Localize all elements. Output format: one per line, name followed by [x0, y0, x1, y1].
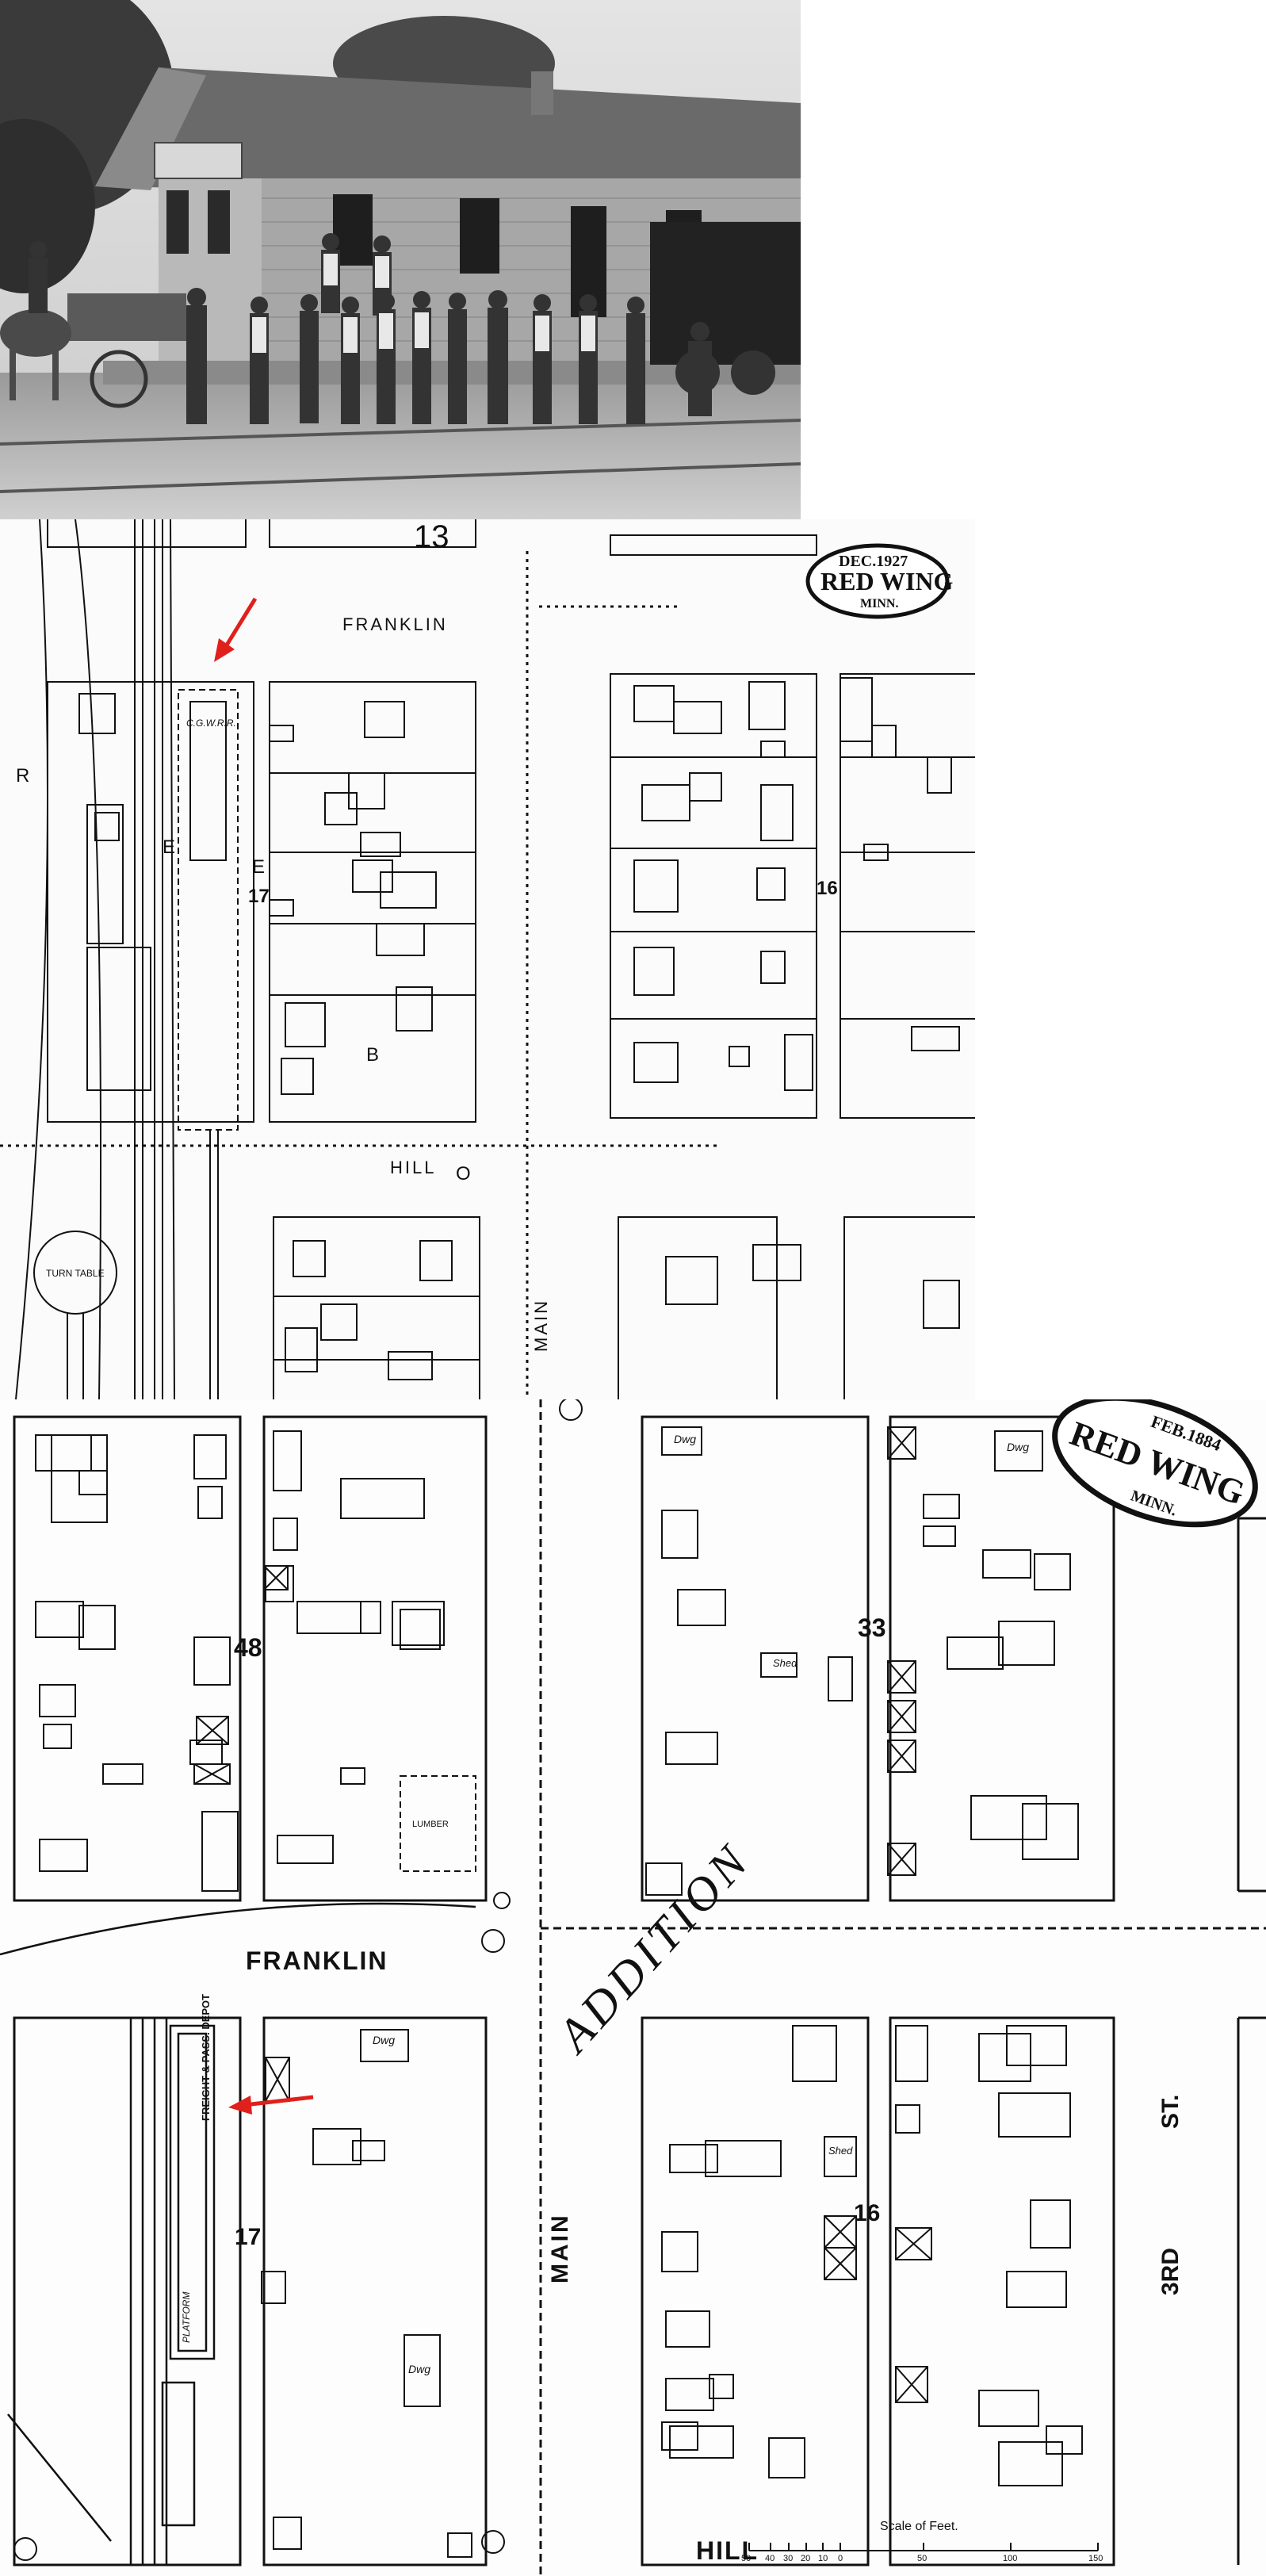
map-1927-arrow — [214, 597, 258, 662]
scale-tick-6: 50 — [917, 2554, 928, 2563]
map-1927-stamp-city: RED WING — [820, 567, 954, 595]
map-1927-stamp-state: MINN. — [860, 597, 899, 611]
scale-tick-5: 0 — [838, 2554, 843, 2563]
map-1884-dwelling-label-4: Dwg — [408, 2363, 431, 2375]
map-1927-rail-letter-2: E — [163, 836, 176, 858]
sanborn-map-1884: FEB.1884 RED WING MINN. FRANKLIN MAIN HI… — [0, 1399, 1266, 2576]
map-1884-street-hill: HILL — [696, 2536, 759, 2565]
map-1884-dwelling-label-3: Dwg — [373, 2034, 396, 2046]
map-1884-block-33-east — [889, 1415, 1115, 1902]
map-1884-scale-ticks: 50 40 30 20 10 0 50 100 150 — [741, 2554, 1114, 2566]
map-1927-street-hill: HILL — [390, 1158, 437, 1177]
map-1884-block-48-west — [13, 1415, 242, 1902]
map-1927-block-17-number: 17 — [248, 886, 270, 907]
map-1927-block-west-rail — [47, 681, 254, 1123]
map-1884-block-48-east — [262, 1415, 488, 1902]
depot-photo — [0, 0, 801, 519]
map-1884-platform-label: PLATFORM — [181, 2291, 192, 2343]
map-1884-lumber-label: LUMBER — [412, 1820, 449, 1829]
scale-tick-1: 40 — [765, 2554, 775, 2563]
map-1927-depot-label: C.G.W.R.R. — [186, 718, 236, 729]
sanborn-map-1927: 13 DEC.1927 RED WING MINN. FRANKLIN HILL… — [0, 519, 975, 1399]
scale-tick-4: 10 — [818, 2554, 828, 2563]
map-1884-station-label: FREIGHT & PASS. DEPOT — [200, 1993, 212, 2121]
map-1884-arrow — [228, 2095, 314, 2115]
map-1927-drawing — [0, 519, 975, 1399]
map-1884-dwelling-label-2: Dwg — [1007, 1441, 1030, 1453]
map-1884-street-franklin: FRANKLIN — [246, 1946, 388, 1975]
map-1884-street-main: MAIN — [547, 2213, 573, 2283]
map-1927-stamp-oval — [805, 543, 950, 619]
map-1884-block-17-number: 17 — [235, 2224, 262, 2250]
map-1927-stamp-date: DEC.1927 — [839, 553, 908, 570]
map-1884-dwelling-label-1: Dwg — [674, 1433, 697, 1445]
map-1884-drawing — [0, 1399, 1266, 2576]
map-1884-block-16-east — [889, 2016, 1115, 2566]
map-1927-block-16-number: 16 — [817, 878, 838, 899]
map-1884-block-16-west — [641, 2016, 870, 2566]
depot-photo-drawing — [0, 0, 801, 519]
map-1884-scale-bar — [748, 2543, 1099, 2551]
map-1884-street-third: 3RD — [1157, 2247, 1184, 2295]
map-1884-shed-label-2: Shed — [828, 2145, 853, 2157]
map-1884-block-48-number: 48 — [234, 1633, 262, 1662]
scale-tick-8: 150 — [1088, 2554, 1103, 2563]
map-1927-rail-letter-5: O — [456, 1163, 471, 1185]
map-1927-rail-letter-4: B — [366, 1044, 380, 1066]
map-1884-block-17-east — [262, 2016, 488, 2566]
map-1884-street-st: ST. — [1157, 2094, 1184, 2129]
scale-tick-3: 20 — [801, 2554, 811, 2563]
map-1884-block-17-west — [13, 2016, 242, 2566]
map-1927-street-main: MAIN — [531, 1299, 551, 1352]
map-1884-scale-title: Scale of Feet. — [880, 2520, 958, 2533]
map-1884-stamp-oval — [1052, 1399, 1258, 1528]
map-1927-rail-letter-1: R — [16, 765, 30, 787]
map-1884-shed-label-1: Shed — [773, 1657, 797, 1669]
scale-tick-2: 30 — [783, 2554, 794, 2563]
map-1927-turntable-label: TURN TABLE — [46, 1268, 105, 1279]
scale-tick-7: 100 — [1003, 2554, 1018, 2563]
map-1884-block-33-number: 33 — [858, 1613, 886, 1642]
map-1884-block-33-west — [641, 1415, 870, 1902]
map-1927-sheet-number: 13 — [414, 519, 449, 554]
map-1884-block-16-number: 16 — [854, 2200, 881, 2226]
scale-tick-0: 50 — [741, 2554, 752, 2563]
map-1927-block-16 — [610, 673, 817, 1119]
map-1927-street-franklin: FRANKLIN — [342, 614, 448, 634]
map-1927-rail-letter-3: E — [252, 856, 266, 878]
